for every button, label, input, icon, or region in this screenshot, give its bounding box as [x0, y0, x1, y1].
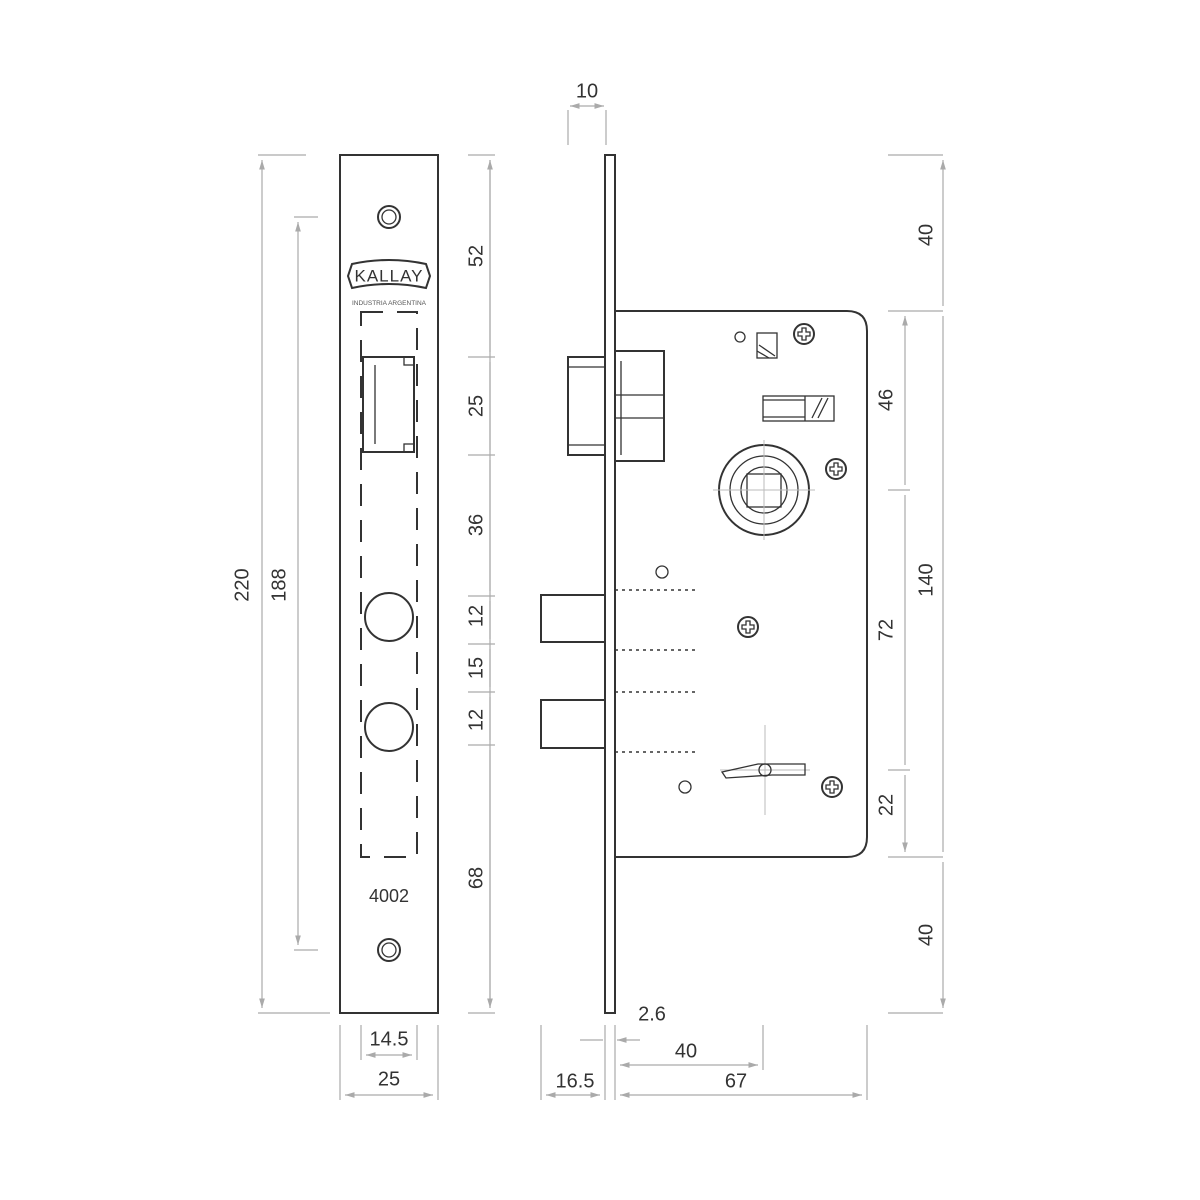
front-dimensions: 220 188 52 25 36 12 15 12 68 14.5 25 [231, 155, 495, 1100]
latch-front [362, 356, 415, 453]
dim-68: 68 [465, 867, 487, 889]
dim-15: 15 [465, 657, 487, 679]
dim-16-5: 16.5 [556, 1070, 595, 1092]
front-faceplate: KALLAY INDUSTRIA ARGENTINA 4002 [339, 154, 439, 1014]
dim-40-backset: 40 [675, 1040, 697, 1062]
dim-72: 72 [875, 619, 897, 641]
deadbolt-hole [364, 702, 414, 752]
dim-188: 188 [268, 568, 290, 601]
dim-25: 25 [465, 395, 487, 417]
side-dimensions: 10 40 140 40 46 72 22 2.6 40 67 16.5 [540, 80, 943, 1100]
screw-icon [793, 323, 815, 345]
dim-22: 22 [875, 794, 897, 816]
dim-36: 36 [465, 514, 487, 536]
brand-subtitle: INDUSTRIA ARGENTINA [352, 300, 427, 307]
dim-14-5: 14.5 [370, 1028, 409, 1050]
deadbolt-hole [364, 592, 414, 642]
brand-logo: KALLAY [354, 266, 423, 285]
screw-hole-icon [377, 938, 401, 962]
dim-140: 140 [915, 563, 937, 596]
dim-2-6: 2.6 [638, 1003, 666, 1025]
dim-10: 10 [576, 80, 598, 102]
dim-220: 220 [231, 568, 253, 601]
screw-hole-icon [377, 205, 401, 229]
dim-52: 52 [465, 245, 487, 267]
dim-25-width: 25 [378, 1068, 400, 1090]
dim-40-top: 40 [915, 224, 937, 246]
dim-12b: 12 [465, 709, 487, 731]
screw-icon [825, 458, 847, 480]
follower-spindle [713, 440, 815, 540]
dim-67: 67 [725, 1070, 747, 1092]
dim-46: 46 [875, 389, 897, 411]
lever [720, 725, 810, 815]
dim-12: 12 [465, 605, 487, 627]
screw-icon [821, 776, 843, 798]
logo-badge [346, 259, 432, 290]
dim-40-bottom: 40 [915, 924, 937, 946]
model-number: 4002 [369, 886, 409, 906]
side-view [540, 154, 868, 1014]
screw-icon [737, 616, 759, 638]
